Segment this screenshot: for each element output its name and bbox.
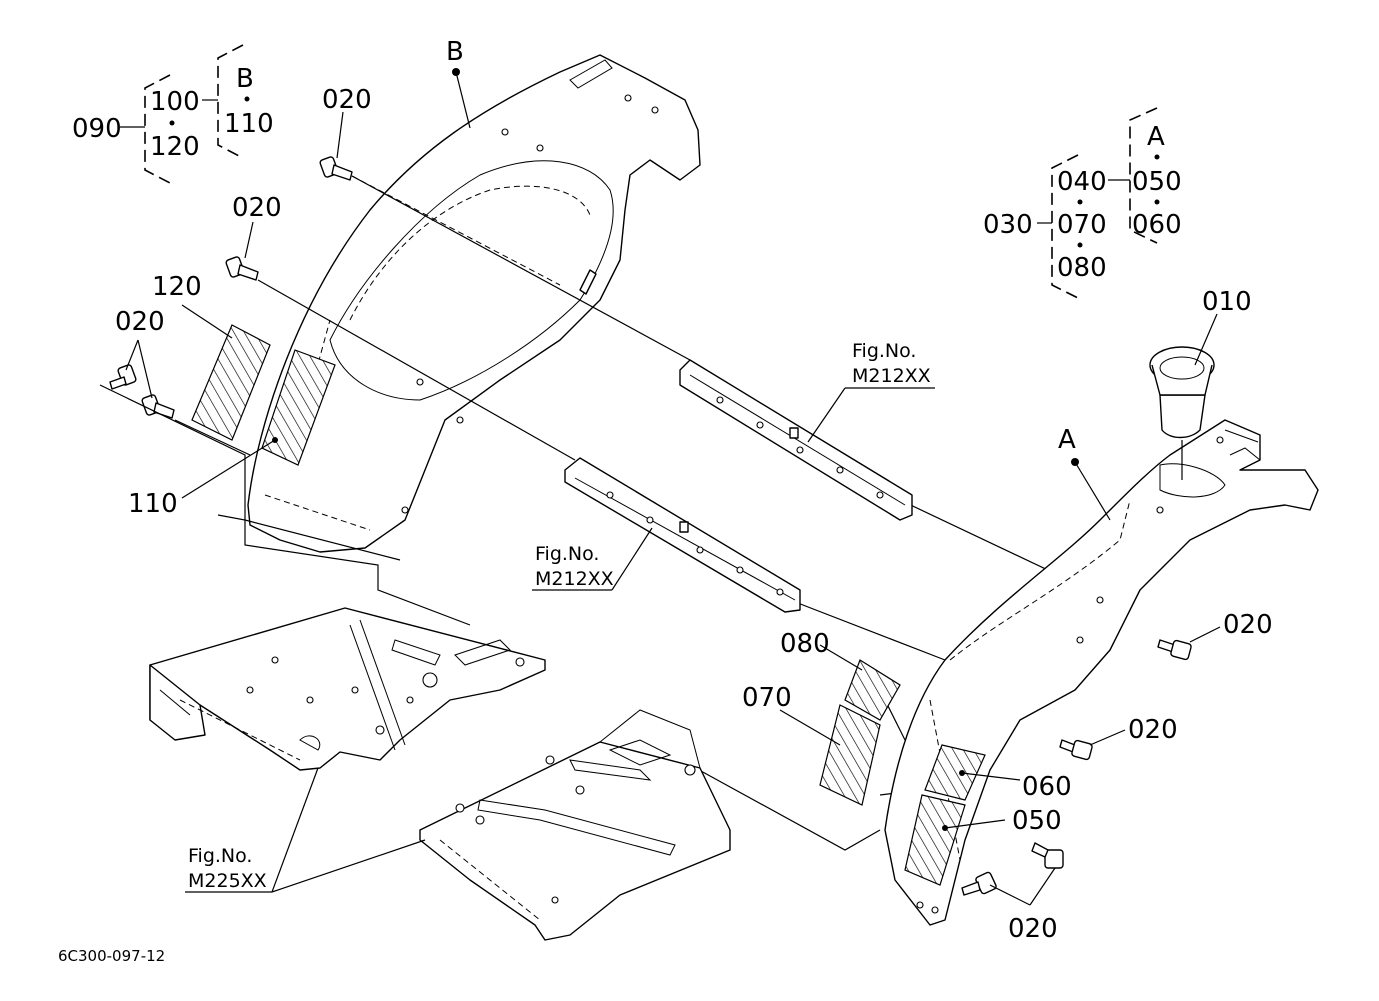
left-fender bbox=[247, 54, 701, 553]
figref-2-code: M212XX bbox=[535, 568, 614, 590]
callout-110: 110 bbox=[128, 489, 178, 519]
callout-050-group: 050 bbox=[1132, 167, 1182, 197]
callout-070: 070 bbox=[742, 683, 792, 713]
bolt-020-right-a bbox=[1157, 639, 1192, 661]
callout-ref-b-group: B bbox=[236, 64, 254, 94]
callout-020-upper: 020 bbox=[322, 85, 372, 115]
callout-ref-b: B bbox=[446, 37, 464, 67]
callout-050: 050 bbox=[1012, 806, 1062, 836]
callout-110-group: 110 bbox=[224, 109, 274, 139]
callout-060: 060 bbox=[1022, 772, 1072, 802]
floor-plate-right bbox=[419, 709, 731, 941]
bolt-020-right-b bbox=[1059, 739, 1093, 761]
label-070-decal bbox=[819, 704, 881, 806]
figref-3-code: M225XX bbox=[188, 870, 267, 892]
callout-020-mid: 020 bbox=[232, 193, 282, 223]
bolt-020-right-d bbox=[961, 871, 997, 896]
drawing-id: 6C300-097-12 bbox=[58, 947, 165, 965]
figref-1-label: Fig.No. bbox=[852, 340, 916, 362]
right-fender bbox=[884, 419, 1319, 926]
callout-group-left: 090 100 120 B 110 bbox=[72, 44, 274, 184]
bolt-020-lower-left-a bbox=[109, 364, 137, 390]
floor-plate-left bbox=[149, 607, 546, 771]
bolt-020-mid-left bbox=[225, 256, 259, 281]
callout-060-group: 060 bbox=[1132, 210, 1182, 240]
figref-2-label: Fig.No. bbox=[535, 543, 599, 565]
label-050-decal bbox=[904, 794, 966, 886]
label-080-decal bbox=[844, 659, 901, 721]
figref-1-code: M212XX bbox=[852, 365, 931, 387]
label-110-decal bbox=[261, 349, 336, 466]
callout-020-right-c: 020 bbox=[1008, 914, 1058, 944]
callout-100: 100 bbox=[150, 87, 200, 117]
rail-bracket-lower bbox=[564, 457, 801, 613]
callout-080: 080 bbox=[780, 629, 830, 659]
callout-020-right-a: 020 bbox=[1223, 610, 1273, 640]
rail-bracket-upper bbox=[679, 359, 913, 521]
callout-090: 090 bbox=[72, 114, 122, 144]
label-060-decal bbox=[924, 744, 986, 801]
callout-ref-a: A bbox=[1058, 425, 1076, 455]
figref-3-label: Fig.No. bbox=[188, 845, 252, 867]
bolt-020-lower-left-b bbox=[141, 394, 175, 419]
callout-030: 030 bbox=[983, 210, 1033, 240]
callout-010: 010 bbox=[1202, 287, 1252, 317]
bolt-020-right-c bbox=[1031, 842, 1064, 869]
callout-020-right-b: 020 bbox=[1128, 715, 1178, 745]
cup-holder-010 bbox=[1149, 346, 1215, 439]
callout-120-group: 120 bbox=[150, 132, 200, 162]
callout-070-group: 070 bbox=[1057, 210, 1107, 240]
callout-120: 120 bbox=[152, 272, 202, 302]
label-120-decal bbox=[191, 324, 271, 441]
callout-group-right: 030 040 070 080 A 050 060 bbox=[983, 107, 1182, 299]
callout-ref-a-group: A bbox=[1147, 122, 1165, 152]
callout-020-lower-left: 020 bbox=[115, 307, 165, 337]
callout-040: 040 bbox=[1057, 167, 1107, 197]
callout-080-group: 080 bbox=[1057, 253, 1107, 283]
bolt-020-upper-left bbox=[319, 156, 353, 181]
